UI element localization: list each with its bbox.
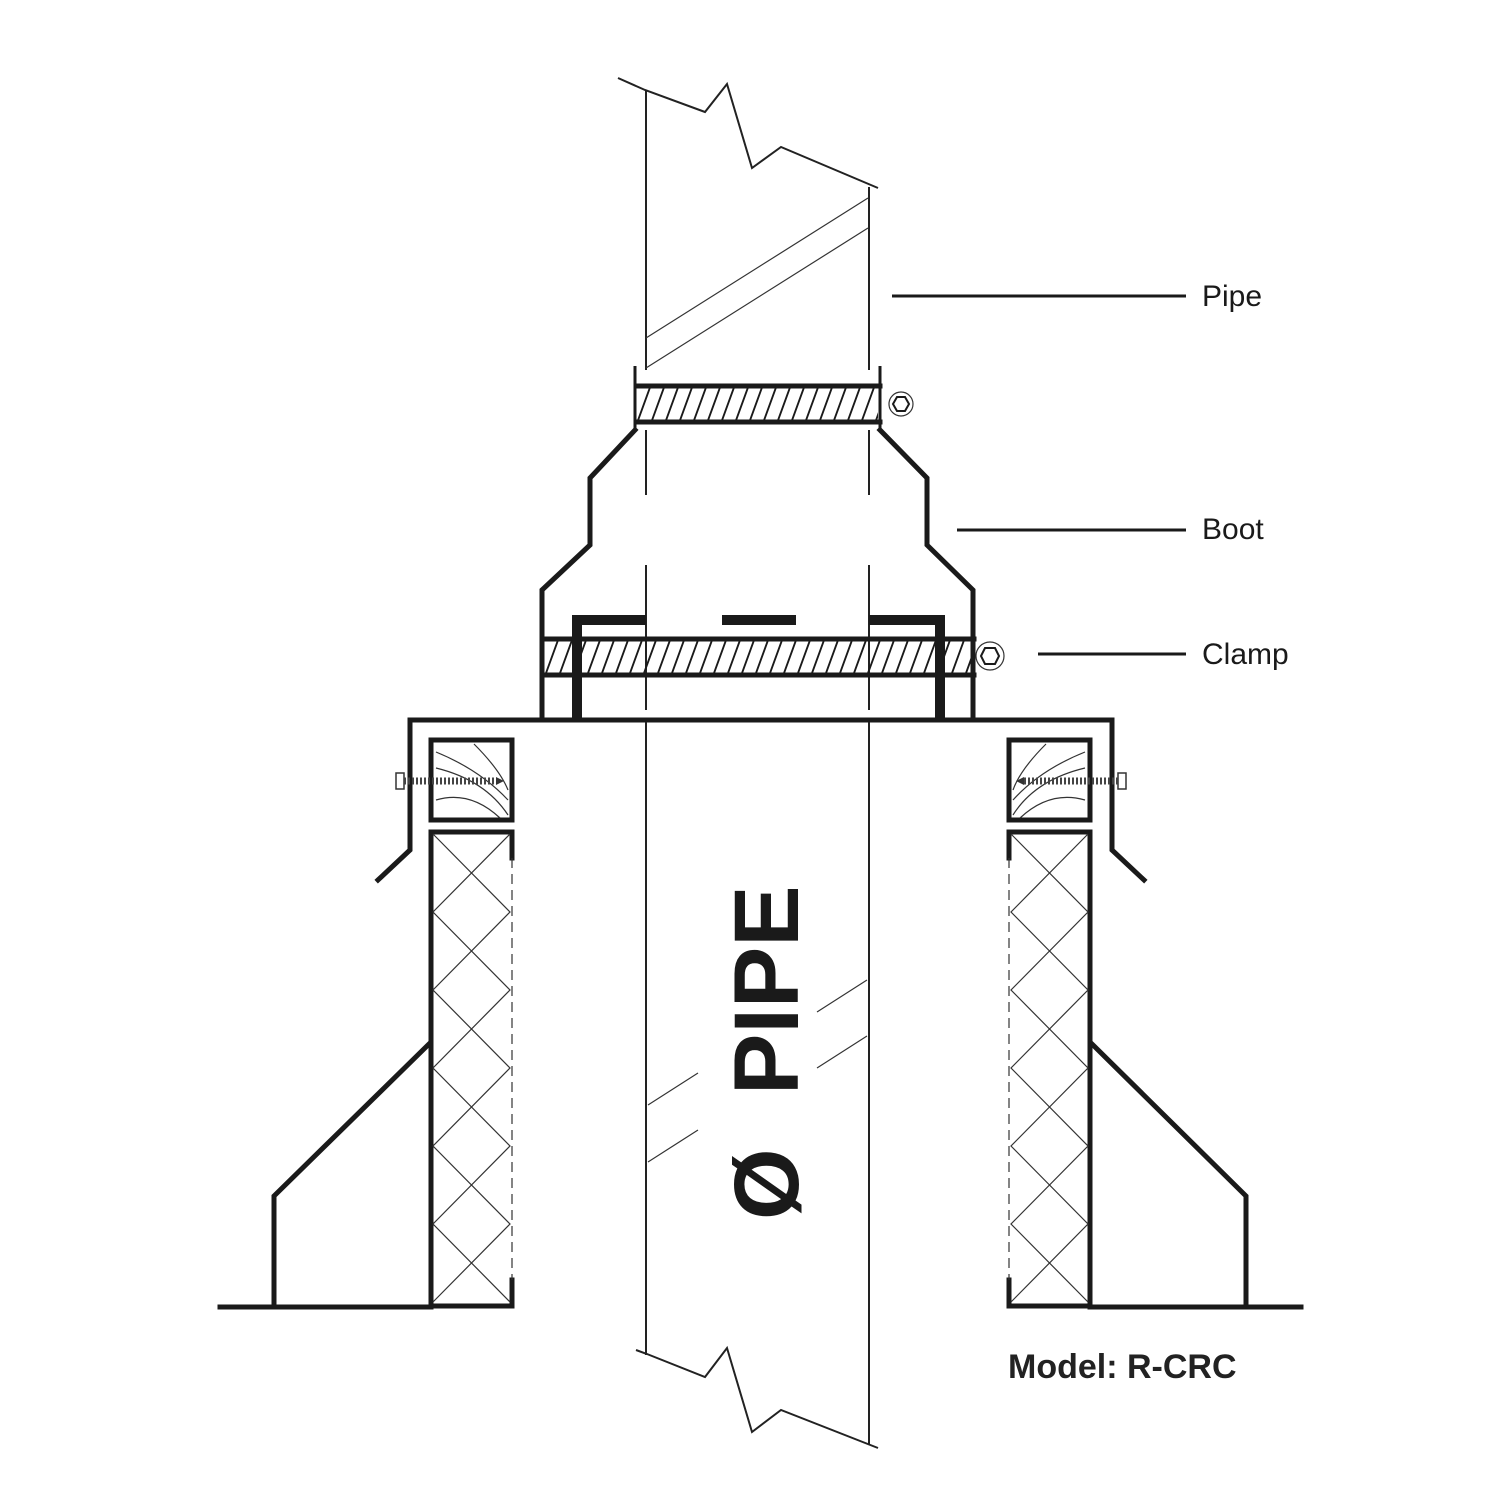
- right-curb-wall: [1006, 829, 1304, 1310]
- bolt-icon: [975, 641, 1005, 671]
- pipe-marking-text: PIPE: [716, 885, 818, 1095]
- diameter-symbol: Ø: [716, 1148, 818, 1220]
- callout-clamp: Clamp: [1202, 638, 1289, 671]
- pipe-upper: [617, 77, 879, 370]
- left-wood-nailer: [395, 737, 515, 823]
- upper-clamp: [633, 366, 914, 430]
- left-curb-wall: [217, 829, 515, 1310]
- callouts: Pipe Boot Clamp: [892, 280, 1289, 671]
- lower-clamp: [541, 615, 1005, 718]
- screw-icon: [395, 772, 504, 790]
- curb-cap: [374, 717, 1148, 884]
- pipe-diameter-marking: Ø PIPE: [716, 885, 818, 1220]
- bolt-icon: [888, 391, 914, 417]
- pipe-lower: [635, 722, 879, 1449]
- model-label: Model: R-CRC: [1008, 1348, 1237, 1386]
- right-wood-nailer: [1006, 737, 1127, 823]
- boot: [539, 426, 976, 723]
- callout-pipe: Pipe: [1202, 280, 1262, 313]
- screw-icon: [1016, 772, 1127, 790]
- callout-boot: Boot: [1202, 513, 1264, 546]
